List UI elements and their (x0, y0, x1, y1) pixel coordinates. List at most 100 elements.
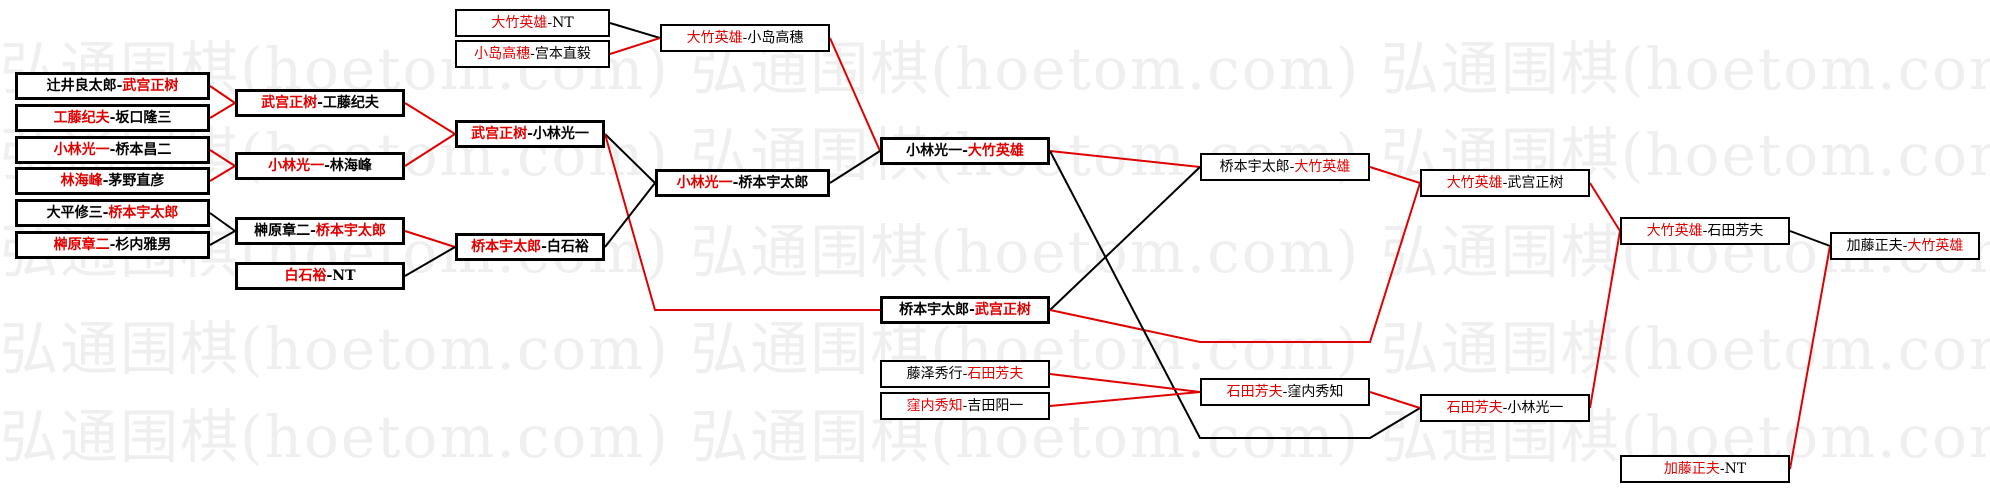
match-box: 桥本宇太郎-大竹英雄 (1200, 153, 1370, 181)
player-1: 桥本宇太郎 (899, 302, 970, 318)
player-1: 藤泽秀行 (906, 366, 963, 382)
match-box: 辻井良太郎-武宫正树 (15, 72, 210, 100)
connector-line (1789, 230, 1831, 247)
match-box: 石田芳夫-窪内秀知 (1200, 378, 1370, 406)
match-box: 大竹英雄-小岛高穗 (660, 24, 830, 52)
connector-line (1049, 150, 1421, 439)
match-box: 榊原章二-杉内雅男 (15, 231, 210, 259)
player-1: 加藤正夫 (1663, 461, 1720, 477)
player-2: 石田芳夫 (967, 366, 1024, 382)
connector-line (209, 212, 236, 232)
player-1: 小岛高穗 (474, 46, 531, 62)
player-2: 桥本宇太郎 (315, 223, 386, 239)
connector-line (404, 230, 456, 248)
connector-line (1049, 150, 1201, 168)
connector-line (609, 22, 661, 39)
match-box: 白石裕-NT (235, 262, 405, 290)
player-2: 工藤纪夫 (322, 95, 379, 111)
match-box: 加藤正夫-大竹英雄 (1830, 232, 1980, 260)
connector-line (1589, 230, 1621, 409)
player-1: 大竹英雄 (1446, 175, 1503, 191)
player-2: 武宫正树 (1507, 175, 1564, 191)
player-1: 武宫正树 (261, 95, 318, 111)
match-box: 大平修三-桥本宇太郎 (15, 199, 210, 227)
connector-line (209, 85, 236, 104)
connector-line (404, 133, 456, 167)
player-1: 窪内秀知 (906, 398, 963, 414)
player-2: 林海峰 (329, 158, 372, 174)
player-1: 大竹英雄 (686, 30, 743, 46)
player-1: 大竹英雄 (1646, 223, 1703, 239)
player-2: 大竹英雄 (1907, 238, 1964, 254)
player-2: 坂口隆三 (115, 110, 172, 126)
match-box: 大竹英雄-石田芳夫 (1620, 217, 1790, 245)
player-1: 榊原章二 (53, 237, 110, 253)
match-box: 石田芳夫-小林光一 (1420, 394, 1590, 422)
connector-line (604, 182, 656, 248)
connector-line (1789, 245, 1831, 470)
match-box: 小林光一-林海峰 (235, 152, 405, 180)
player-1: 桥本宇太郎 (471, 239, 542, 255)
connector-line (604, 133, 880, 311)
connector-line (829, 150, 881, 184)
connector-line (209, 230, 236, 246)
connector-line (1369, 166, 1421, 184)
player-2: 石田芳夫 (1707, 223, 1764, 239)
player-2: 武宫正树 (122, 78, 179, 94)
player-2: 窪内秀知 (1287, 384, 1344, 400)
player-1: 石田芳夫 (1446, 400, 1503, 416)
player-1: 白石裕 (284, 268, 327, 284)
player-1: 武宫正树 (471, 126, 528, 142)
match-box: 大竹英雄-武宫正树 (1420, 169, 1590, 197)
match-box: 小林光一-桥本宇太郎 (655, 169, 830, 197)
player-1: 小林光一 (268, 158, 325, 174)
player-1: 大竹英雄 (491, 15, 548, 31)
player-1: 小林光一 (906, 143, 963, 159)
player-2: 茅野直彦 (108, 173, 165, 189)
player-1: 桥本宇太郎 (1219, 159, 1290, 175)
player-1: 小林光一 (676, 175, 733, 191)
player-1: 小林光一 (53, 142, 110, 158)
match-box: 加藤正夫-NT (1620, 455, 1790, 483)
match-box: 武宫正树-小林光一 (455, 120, 605, 148)
match-box: 大竹英雄-NT (455, 9, 610, 37)
match-box: 林海峰-茅野直彦 (15, 167, 210, 195)
player-2: NT (332, 268, 356, 284)
match-box: 小林光一-大竹英雄 (880, 137, 1050, 165)
connector-line (1049, 373, 1201, 393)
connector-line (1049, 391, 1201, 407)
player-2: 桥本昌二 (115, 142, 172, 158)
player-2: 桥本宇太郎 (108, 205, 179, 221)
player-1: 加藤正夫 (1846, 238, 1903, 254)
player-2: 武宫正树 (974, 302, 1031, 318)
player-2: 白石裕 (546, 239, 589, 255)
connector-line (209, 102, 236, 119)
match-box: 小林光一-桥本昌二 (15, 136, 210, 164)
match-box: 窪内秀知-吉田阳一 (880, 392, 1050, 420)
player-2: 小岛高穗 (747, 30, 804, 46)
connector-line (209, 165, 236, 182)
connector-line (404, 246, 456, 277)
player-1: 大平修三 (46, 205, 103, 221)
match-box: 藤泽秀行-石田芳夫 (880, 360, 1050, 388)
connector-line (1049, 182, 1421, 343)
player-1: 工藤纪夫 (53, 110, 110, 126)
connector-line (1369, 391, 1421, 409)
connector-line (1589, 182, 1621, 232)
player-2: 大竹英雄 (967, 143, 1024, 159)
connector-line (829, 37, 881, 152)
match-box: 榊原章二-桥本宇太郎 (235, 217, 405, 245)
player-2: 小林光一 (532, 126, 589, 142)
player-2: NT (1724, 461, 1747, 477)
match-box: 武宫正树-工藤纪夫 (235, 89, 405, 117)
connector-line (404, 102, 456, 135)
connector-line (1049, 166, 1201, 311)
player-1: 林海峰 (60, 173, 103, 189)
player-2: 桥本宇太郎 (738, 175, 809, 191)
connector-line (609, 37, 661, 55)
player-2: 宫本直毅 (534, 46, 591, 62)
player-1: 榊原章二 (254, 223, 311, 239)
match-box: 工藤纪夫-坂口隆三 (15, 104, 210, 132)
player-2: 吉田阳一 (967, 398, 1024, 414)
